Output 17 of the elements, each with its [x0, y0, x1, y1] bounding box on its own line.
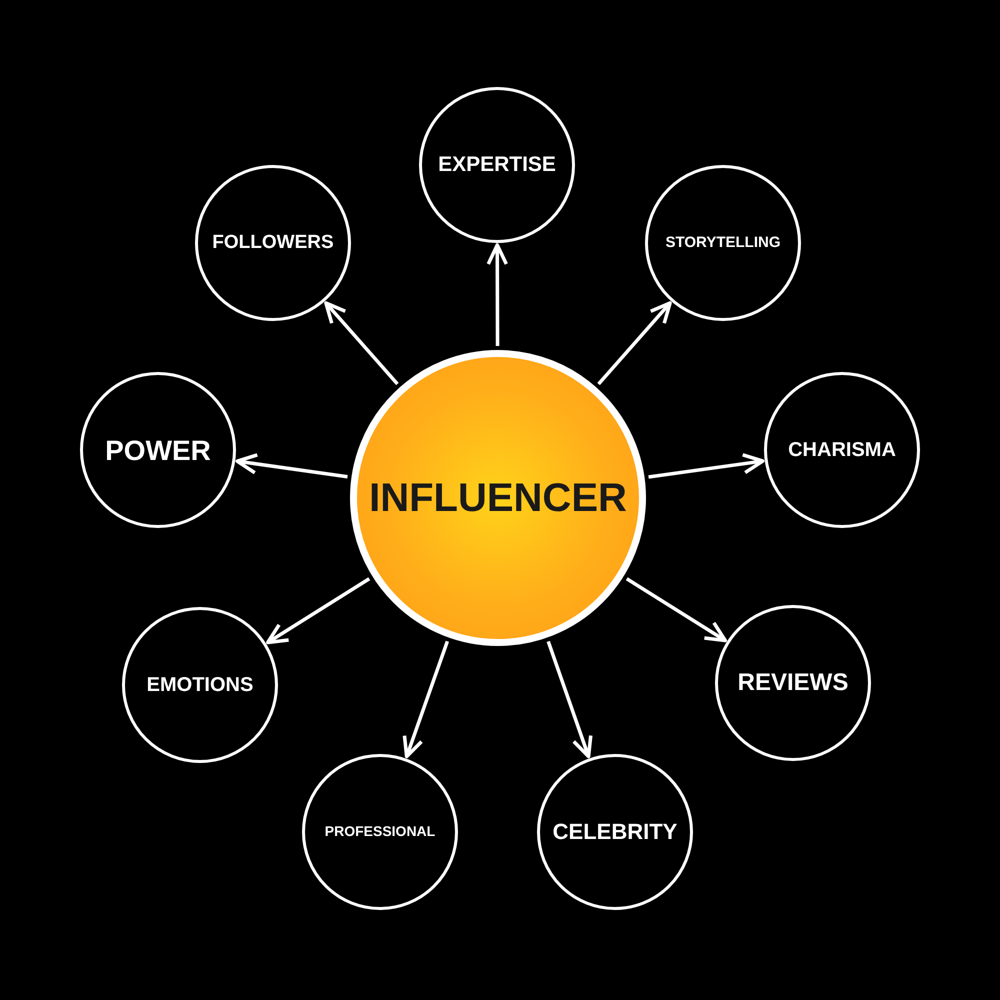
topic-label: EMOTIONS	[146, 672, 254, 698]
topic-label: INFLUENCER	[369, 475, 627, 522]
arrow	[648, 453, 765, 479]
topic-label: CELEBRITY	[552, 818, 678, 846]
topic-label: STORYTELLING	[665, 234, 780, 252]
arrow	[486, 243, 508, 346]
topic-label: REVIEWS	[738, 668, 848, 698]
topic-label: POWER	[105, 434, 211, 468]
arrow	[235, 453, 348, 478]
arrow	[266, 577, 370, 644]
topic-label: EXPERTISE	[438, 152, 556, 178]
topic-label: CHARISMA	[788, 438, 896, 462]
arrow	[597, 301, 672, 386]
arrow	[324, 301, 399, 386]
topic-label: PROFESSIONAL	[324, 823, 436, 841]
arrow	[626, 577, 727, 642]
topic-label: FOLLOWERS	[212, 231, 334, 255]
